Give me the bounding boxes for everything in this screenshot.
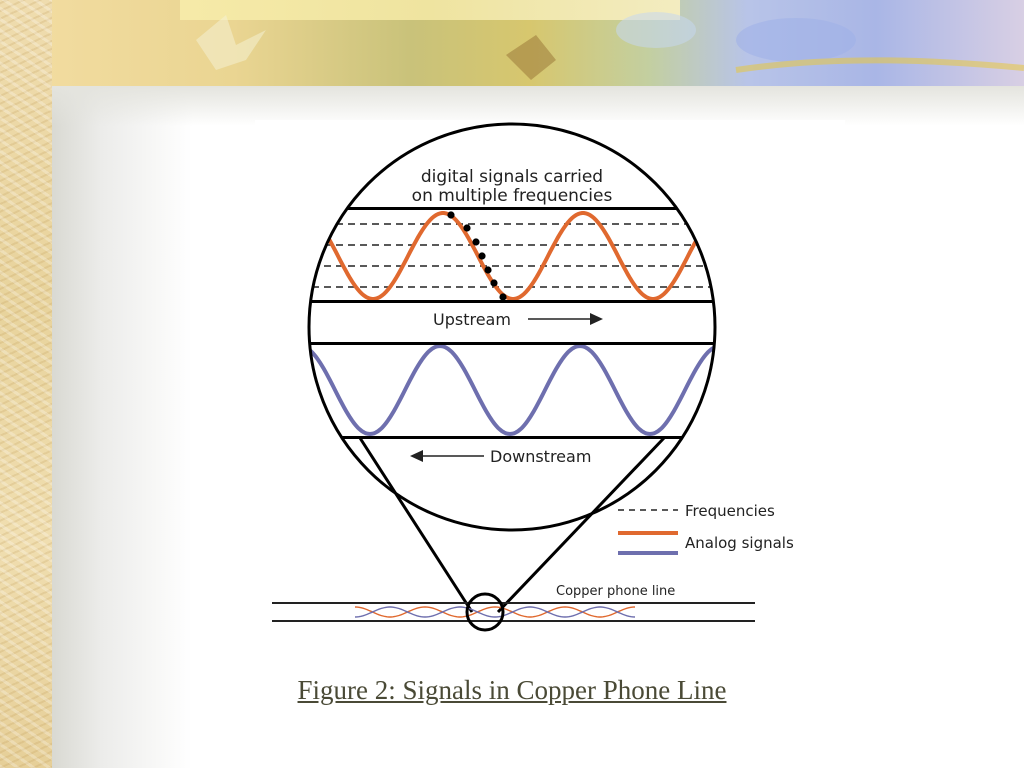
top-label-line2: on multiple frequencies (412, 186, 613, 206)
zoom-circle (465, 592, 505, 632)
copper-small-upstream-wave (354, 606, 636, 618)
wheat-stalk (735, 57, 1024, 73)
funnel-left-line (358, 437, 474, 613)
figure-caption: Figure 2: Signals in Copper Phone Line (0, 675, 1024, 706)
copper-small-downstream-wave (354, 606, 636, 618)
downstream-arrowhead (410, 450, 423, 462)
caption-text: Figure 2: Signals in Copper Phone Line (297, 675, 727, 705)
downstream-label: Downstream (490, 447, 591, 466)
banner-highlight (180, 0, 680, 20)
band-divider (309, 436, 715, 439)
sample-dot (478, 252, 486, 260)
sample-dot (490, 279, 498, 287)
top-label-line1: digital signals carried (421, 167, 603, 187)
sample-dot (499, 293, 507, 301)
upstream-analog-wave (309, 211, 715, 301)
banner-decoration (196, 12, 1024, 80)
inner-shadow (52, 86, 192, 768)
copper-line-label: Copper phone line (556, 584, 675, 599)
upstream-arrowhead (590, 313, 603, 325)
leaf-shape (506, 35, 556, 80)
legend-analog-label: Analog signals (685, 534, 794, 552)
sample-dot (472, 238, 480, 246)
digital-sample-dots (447, 211, 507, 301)
sample-dot (463, 224, 471, 232)
band-divider (309, 207, 715, 210)
top-shadow (52, 86, 1024, 126)
flower-shape (736, 18, 856, 62)
leaf-shape (196, 15, 266, 70)
magnifier-circle (307, 122, 717, 532)
left-texture-strip (0, 0, 52, 768)
sample-dot (447, 211, 455, 219)
band-divider (309, 300, 715, 303)
legend-frequencies-label: Frequencies (685, 502, 775, 520)
upstream-label: Upstream (433, 310, 511, 329)
flower-shape (616, 12, 696, 48)
funnel-right-line (496, 436, 666, 614)
band-divider (309, 342, 715, 345)
sample-dot (484, 266, 492, 274)
downstream-analog-wave (309, 343, 715, 437)
